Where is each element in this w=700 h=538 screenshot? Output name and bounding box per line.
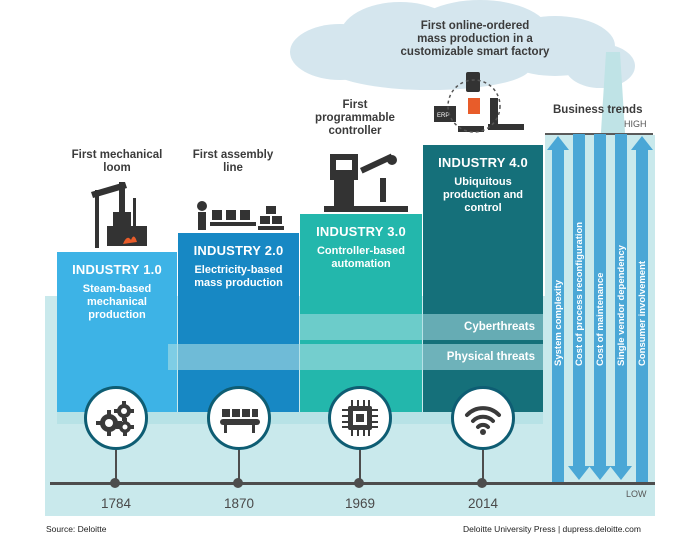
chip-icon bbox=[342, 400, 378, 436]
conveyor-icon-circle bbox=[207, 386, 271, 450]
cyberthreats-band: Cyberthreats bbox=[300, 314, 543, 340]
industry-3-title: INDUSTRY 3.0 bbox=[316, 224, 406, 239]
trend-cost-of-process-reconfiguration: Cost of process reconfiguration bbox=[574, 221, 585, 366]
stem-3 bbox=[359, 448, 361, 482]
timeline-dot-4 bbox=[477, 478, 487, 488]
trend-cost-of-maintenance: Cost of maintenance bbox=[595, 272, 606, 366]
stem-4 bbox=[482, 448, 484, 482]
year-1784: 1784 bbox=[100, 496, 132, 511]
gears-icon bbox=[96, 401, 134, 436]
timeline-axis bbox=[50, 482, 655, 485]
milestone-label-1: First mechanical loom bbox=[71, 149, 163, 174]
industry-1-column: INDUSTRY 1.0 Steam-based mechanical prod… bbox=[57, 252, 177, 422]
stem-2 bbox=[238, 448, 240, 482]
industry-2-subtitle: Electricity-based mass production bbox=[194, 264, 283, 289]
smart-factory-icon: ERP bbox=[434, 72, 524, 133]
timeline-dot-2 bbox=[233, 478, 243, 488]
wifi-icon-circle bbox=[451, 386, 515, 450]
credit-text: Deloitte University Press | dupress.delo… bbox=[463, 524, 641, 534]
ground-strip bbox=[45, 486, 655, 516]
timeline-dot-1 bbox=[110, 478, 120, 488]
year-1870: 1870 bbox=[223, 496, 255, 511]
chip-icon-circle bbox=[328, 386, 392, 450]
industry-4-title: INDUSTRY 4.0 bbox=[438, 155, 528, 170]
timeline-dot-3 bbox=[354, 478, 364, 488]
wifi-icon bbox=[465, 406, 501, 435]
year-2014: 2014 bbox=[467, 496, 499, 511]
svg-text:ERP: ERP bbox=[437, 113, 449, 119]
industry-1-subtitle: Steam-based mechanical production bbox=[82, 283, 152, 321]
trend-consumer-involvement: Consumer involvement bbox=[637, 260, 648, 366]
industry-3-subtitle: Controller-based automation bbox=[316, 245, 405, 270]
stem-1 bbox=[115, 448, 117, 482]
trend-system-complexity: System complexity bbox=[553, 279, 564, 366]
steam-engine-icon bbox=[91, 182, 147, 248]
industry-4-column: INDUSTRY 4.0 Ubiquitous production and c… bbox=[423, 145, 543, 422]
industry-2-column: INDUSTRY 2.0 Electricity-based mass prod… bbox=[178, 233, 299, 422]
assembly-line-icon bbox=[197, 201, 284, 230]
robot-arm-icon bbox=[324, 153, 408, 212]
business-trends-title: Business trends bbox=[553, 104, 643, 116]
low-label: LOW bbox=[626, 489, 647, 499]
industry-4-subtitle: Ubiquitous production and control bbox=[442, 176, 524, 214]
milestone-label-2: First assembly line bbox=[192, 149, 274, 174]
industry-2-title: INDUSTRY 2.0 bbox=[193, 243, 284, 258]
source-text: Source: Deloitte bbox=[46, 524, 107, 534]
milestone-label-4: First online-ordered mass production in … bbox=[400, 20, 550, 58]
milestone-label-3: First programmable controller bbox=[315, 99, 395, 137]
industry-1-title: INDUSTRY 1.0 bbox=[72, 262, 162, 277]
high-label: HIGH bbox=[624, 119, 647, 129]
chimney-shape bbox=[600, 52, 626, 148]
conveyor-icon bbox=[220, 409, 260, 433]
physical-threats-label: Physical threats bbox=[446, 351, 535, 363]
year-1969: 1969 bbox=[344, 496, 376, 511]
gears-icon-circle bbox=[84, 386, 148, 450]
column-base bbox=[57, 412, 543, 424]
cyberthreats-label: Cyberthreats bbox=[464, 321, 535, 333]
trend-single-vendor-dependency: Single vendor dependency bbox=[616, 245, 627, 366]
physical-threats-band: Physical threats bbox=[168, 344, 543, 370]
trend-arrows bbox=[547, 134, 653, 482]
